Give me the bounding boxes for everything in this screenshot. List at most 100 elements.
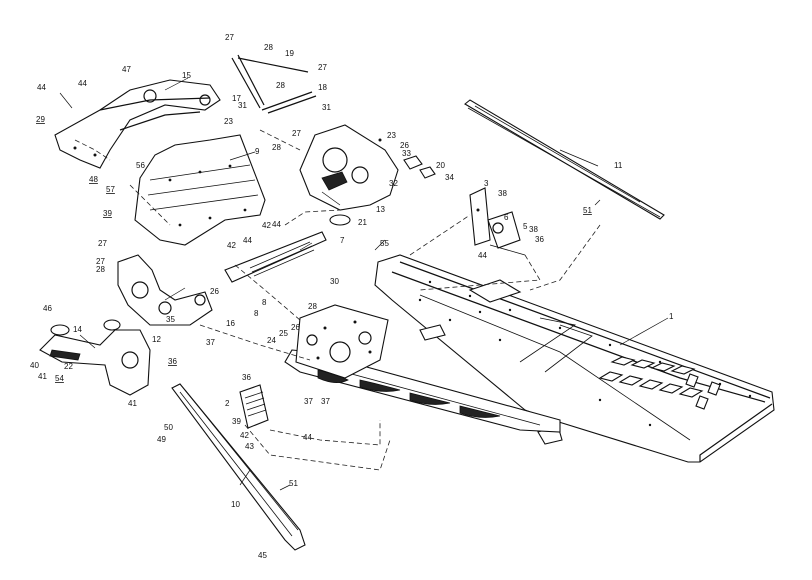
tunnel-slots xyxy=(598,356,721,410)
callout: 46 xyxy=(43,304,52,313)
assembly-dashed-lines xyxy=(74,129,601,471)
callout: 28 xyxy=(308,302,317,311)
tunnel-chassis xyxy=(374,254,775,463)
callout: 35 xyxy=(166,315,175,324)
part-34-block xyxy=(419,166,436,179)
callout: 28 xyxy=(264,43,273,52)
callout: 7 xyxy=(340,236,345,245)
callout: 51 xyxy=(583,206,592,215)
callout: 50 xyxy=(164,423,173,432)
part-20-block xyxy=(403,155,423,170)
callout: 1 xyxy=(669,312,674,321)
callout: 28 xyxy=(96,265,105,274)
callout: 18 xyxy=(318,83,327,92)
callout: 30 xyxy=(330,277,339,286)
callout: 15 xyxy=(182,71,191,80)
callout: 39 xyxy=(232,417,241,426)
callout: 38 xyxy=(498,189,507,198)
callout: 37 xyxy=(321,397,330,406)
callout: 25 xyxy=(279,329,288,338)
bracket-part-3 xyxy=(469,187,526,256)
callout: 41 xyxy=(128,399,137,408)
callout: 2 xyxy=(225,399,230,408)
callout callout-u: 39 xyxy=(103,209,112,218)
long-rail-part-10 xyxy=(171,383,306,551)
callout: 5 xyxy=(523,222,528,231)
callout: 42 xyxy=(262,221,271,230)
block-part-2 xyxy=(239,384,269,429)
callout: 10 xyxy=(231,500,240,509)
rear-rail-part-11 xyxy=(464,99,665,220)
panel-part-9 xyxy=(134,134,266,246)
console-part-13 xyxy=(299,124,399,226)
callout: 44 xyxy=(303,433,312,442)
callout: 57 xyxy=(106,185,115,194)
callout: 23 xyxy=(387,131,396,140)
callout: 47 xyxy=(122,65,131,74)
callout: 44 xyxy=(78,79,87,88)
callout: 17 xyxy=(232,94,241,103)
callout callout-u: 36 xyxy=(168,357,177,366)
grille-panel-part-7 xyxy=(224,231,327,283)
callout: 31 xyxy=(238,101,247,110)
callout: 11 xyxy=(614,161,623,170)
callout-labels: 1 2 3 5 6 7 8 9 10 11 12 13 14 15 16 17 … xyxy=(30,33,674,560)
callout: 19 xyxy=(285,49,294,58)
callout: 20 xyxy=(436,161,445,170)
callout: 44 xyxy=(37,83,46,92)
callout: 27 xyxy=(225,33,234,42)
callout: 21 xyxy=(358,218,367,227)
lower-bracket-part-12 xyxy=(117,254,213,326)
callout: 8 xyxy=(262,298,267,307)
callout: 26 xyxy=(400,141,409,150)
bulkhead-side-plate xyxy=(295,304,389,379)
callout: 54 xyxy=(55,374,64,383)
callout: 55 xyxy=(380,239,389,248)
callout-leader-lines xyxy=(59,77,669,491)
callout: 12 xyxy=(152,335,161,344)
callout: 13 xyxy=(376,205,385,214)
rods-17-18-19 xyxy=(231,54,317,114)
callout: 42 xyxy=(240,431,249,440)
callout: 44 xyxy=(272,220,281,229)
callout: 28 xyxy=(272,143,281,152)
upper-frame-part-15 xyxy=(54,79,221,169)
callout: 36 xyxy=(535,235,544,244)
callout: 44 xyxy=(243,236,252,245)
callout: 33 xyxy=(402,149,411,158)
callout: 27 xyxy=(292,129,301,138)
bracket-part-14 xyxy=(39,319,151,396)
callout: 27 xyxy=(318,63,327,72)
callout: 36 xyxy=(242,373,251,382)
callout: 26 xyxy=(291,323,300,332)
callout: 8 xyxy=(254,309,259,318)
callout: 3 xyxy=(484,179,489,188)
callout: 37 xyxy=(206,338,215,347)
callout: 14 xyxy=(73,325,82,334)
callout: 45 xyxy=(258,551,267,560)
callout: 23 xyxy=(224,117,233,126)
callout: 38 xyxy=(529,225,538,234)
callout: 31 xyxy=(322,103,331,112)
callout: 56 xyxy=(136,161,145,170)
callout: 49 xyxy=(157,435,166,444)
callout: 22 xyxy=(64,362,73,371)
callout: 43 xyxy=(245,442,254,451)
callout: 26 xyxy=(210,287,219,296)
callout: 37 xyxy=(304,397,313,406)
callout callout-u: 29 xyxy=(36,115,45,124)
callout: 51 xyxy=(289,479,298,488)
callout: 40 xyxy=(30,361,39,370)
callout: 27 xyxy=(98,239,107,248)
callout: 32 xyxy=(389,179,398,188)
callout: 42 xyxy=(227,241,236,250)
callout: 41 xyxy=(38,372,47,381)
callout: 34 xyxy=(445,173,454,182)
tunnel-rivets xyxy=(418,280,752,427)
callout: 44 xyxy=(478,251,487,260)
callout: 24 xyxy=(267,336,276,345)
callout: 27 xyxy=(96,257,105,266)
callout: 6 xyxy=(504,213,509,222)
callout: 9 xyxy=(255,147,260,156)
